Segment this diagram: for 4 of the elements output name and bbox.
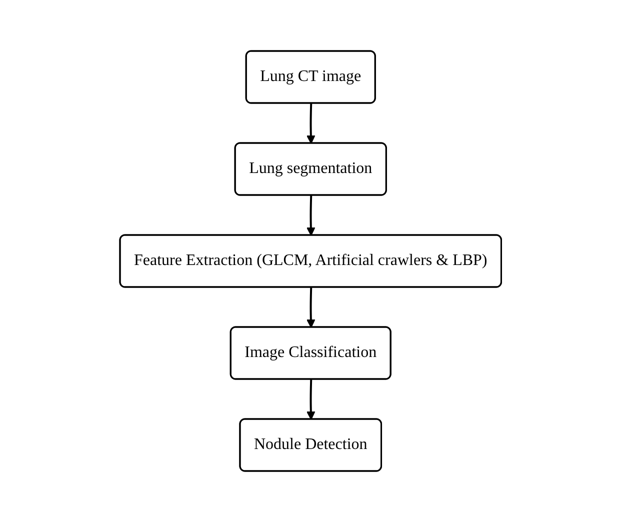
- arrow: [306, 378, 316, 420]
- arrow: [306, 102, 316, 144]
- arrow: [306, 286, 316, 328]
- arrow: [306, 194, 316, 236]
